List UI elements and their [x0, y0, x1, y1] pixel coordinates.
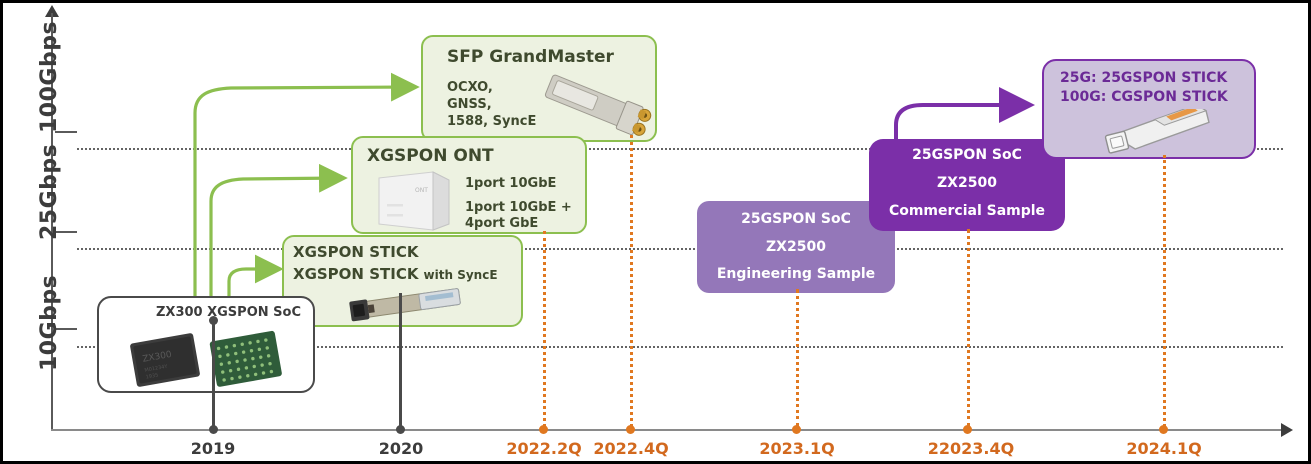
y-tick-100g — [55, 131, 77, 133]
card-xgspon-ont-title: XGSPON ONT — [367, 146, 494, 166]
y-axis-line — [51, 13, 53, 431]
dropline-2022-4q — [630, 135, 633, 427]
card-soc-engineering-sample[interactable]: 25GSPON SoC ZX2500 Engineering Sample — [697, 201, 895, 293]
card-sfp-grandmaster[interactable]: SFP GrandMaster OCXO, GNSS, 1588, SyncE — [421, 35, 657, 142]
card-sfp-grandmaster-line3: 1588, SyncE — [447, 114, 537, 129]
card-xgspon-stick-line2-sub: with SyncE — [423, 268, 498, 282]
tick-dot-2022-4q — [626, 425, 635, 434]
card-xgspon-stick[interactable]: XGSPON STICK XGSPON STICK with SyncE — [282, 235, 523, 327]
tick-label-2024-1q: 2024.1Q — [1126, 439, 1202, 458]
card-soc-engineering-line1: 25GSPON SoC — [741, 211, 851, 227]
svg-text:ONT: ONT — [415, 187, 428, 194]
tick-label-2019: 2019 — [190, 439, 236, 458]
dropline-22023-4q — [967, 229, 970, 427]
tick-label-2020: 2020 — [378, 439, 424, 458]
stem-2020-upper — [399, 293, 402, 331]
y-axis-label-10gbps: 10Gbps — [37, 274, 62, 371]
y-axis-label-25gbps: 25Gbps — [37, 143, 62, 240]
card-zx300-soc-title: ZX300 XGSPON SoC — [156, 305, 301, 320]
card-xgspon-stick-line1: XGSPON STICK — [293, 243, 419, 261]
tick-dot-2023-1q — [792, 425, 801, 434]
card-xgspon-ont-spec2a: 1port 10GbE + — [465, 200, 572, 215]
y-tick-10g — [55, 328, 77, 330]
zx300-chips-image: ZX300 M01234Y 1935 — [130, 330, 282, 387]
xgspon-ont-device-image: ONT — [378, 171, 450, 231]
tick-dot-2019 — [209, 425, 218, 434]
xgspon-stick-module-image — [349, 288, 461, 322]
tick-dot-22023-4q — [963, 425, 972, 434]
stem-dot-2019-top — [209, 316, 218, 325]
stem-2019 — [212, 321, 215, 429]
card-sfp-grandmaster-line1: OCXO, — [447, 80, 493, 95]
card-sfp-grandmaster-line2: GNSS, — [447, 97, 492, 112]
svg-text:M01234Y: M01234Y — [144, 364, 169, 374]
card-25g-100g-stick[interactable]: 25G: 25GSPON STICK 100G: CGSPON STICK — [1042, 59, 1256, 159]
card-zx300-soc[interactable]: ZX300 XGSPON SoC ZX300 M01234Y 1935 — [97, 296, 315, 393]
tick-dot-2024-1q — [1159, 425, 1168, 434]
card-sfp-grandmaster-title: SFP GrandMaster — [447, 47, 614, 67]
card-soc-commercial-line1: 25GSPON SoC — [912, 147, 1022, 163]
card-xgspon-ont-spec1: 1port 10GbE — [465, 176, 557, 191]
gridline-10g — [77, 346, 1283, 348]
tick-label-2023-1q: 2023.1Q — [759, 439, 835, 458]
tick-dot-2022-2q — [539, 425, 548, 434]
dropline-2023-1q — [796, 289, 799, 427]
card-xgspon-ont-spec2b: 4port GbE — [465, 216, 539, 231]
card-soc-commercial-line2: ZX2500 — [937, 175, 997, 191]
tick-label-2022-4q: 2022.4Q — [593, 439, 669, 458]
gridline-25g — [77, 248, 1283, 250]
card-25g-100g-stick-line1: 25G: 25GSPON STICK — [1060, 70, 1228, 86]
gridline-100g — [77, 148, 1283, 150]
dropline-2022-2q — [543, 231, 546, 427]
sfp-grandmaster-module-image — [544, 74, 652, 136]
card-soc-engineering-line3: Engineering Sample — [716, 266, 876, 282]
tick-dot-2020 — [396, 425, 405, 434]
tick-label-22023-4q: 22023.4Q — [927, 439, 1015, 458]
y-tick-25g — [55, 231, 77, 233]
y-axis-label-100gbps: 100Gbps — [37, 20, 62, 133]
cgspon-stick-module-image — [1104, 109, 1210, 154]
card-soc-commercial-sample[interactable]: 25GSPON SoC ZX2500 Commercial Sample — [869, 139, 1065, 231]
stem-2020-lower — [399, 328, 402, 429]
card-25g-100g-stick-line2: 100G: CGSPON STICK — [1060, 89, 1228, 105]
card-soc-engineering-line2: ZX2500 — [766, 239, 826, 255]
card-soc-commercial-line3: Commercial Sample — [888, 203, 1046, 219]
card-xgspon-stick-line2-main: XGSPON STICK — [293, 265, 419, 283]
x-axis-arrow-icon — [1281, 423, 1293, 437]
card-xgspon-stick-line2: XGSPON STICK with SyncE — [293, 264, 498, 283]
y-axis-arrow-icon — [45, 5, 59, 17]
x-axis-line — [51, 429, 1283, 431]
tick-label-2022-2q: 2022.2Q — [506, 439, 582, 458]
card-xgspon-ont[interactable]: XGSPON ONT 1port 10GbE 1port 10GbE + 4po… — [351, 136, 587, 234]
dropline-2024-1q — [1163, 155, 1166, 427]
svg-text:1935: 1935 — [145, 372, 159, 380]
